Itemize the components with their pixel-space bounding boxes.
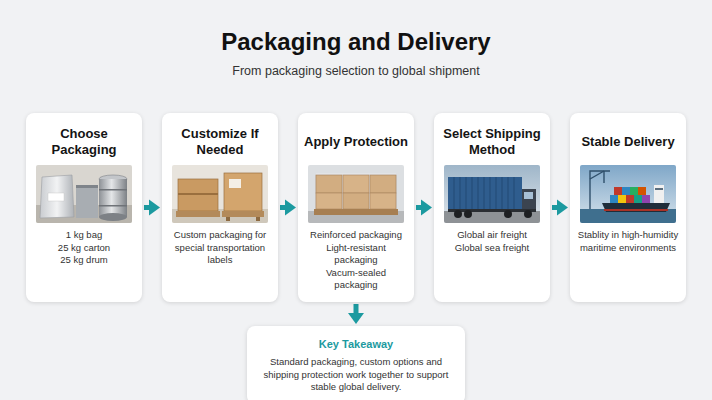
subtitle-label: From packaging selection to global shipm… [0, 64, 712, 78]
pallet-photo [308, 165, 404, 223]
step-card: Stable DeliveryStablity in high-humidity… [570, 113, 686, 302]
arrow-shaft [354, 304, 359, 314]
takeaway-heading: Key Takeaway [261, 337, 451, 351]
arrow-head [149, 200, 160, 216]
arrow-head [421, 200, 432, 216]
flow-arrow [144, 200, 160, 216]
step-card: Customize If NeededCustom packaging for … [162, 113, 278, 302]
arrow-head [557, 200, 568, 216]
takeaway-box: Key TakeawayStandard packaging, custom o… [247, 326, 465, 400]
step-card: Apply ProtectionReinforced packagingLigh… [298, 113, 414, 302]
step-heading: Select Shipping Method [440, 123, 544, 161]
arrow-head [348, 313, 364, 324]
step-detail: Light-resistant packaging [304, 242, 408, 267]
step-detail: 1 kg bag [32, 229, 136, 242]
flow-arrow [280, 200, 296, 216]
step-detail: Stablity in high-humidity maritime envir… [576, 229, 680, 254]
step-heading: Customize If Needed [168, 123, 272, 161]
step-heading: Apply Protection [304, 123, 408, 161]
step-detail: Custom packaging for special transportat… [168, 229, 272, 267]
step-heading: Choose Packaging [32, 123, 136, 161]
packaging-photo [36, 165, 132, 223]
step-detail: Global air freight [440, 229, 544, 242]
step-detail: Reinforced packaging [304, 229, 408, 242]
arrow-head [285, 200, 296, 216]
step-detail: 25 kg carton [32, 242, 136, 255]
step-card: Choose Packaging 1 kg bag25 kg carton25 k… [26, 113, 142, 302]
flow-arrow [348, 304, 364, 324]
step-heading: Stable Delivery [576, 123, 680, 161]
diagram-title: Packaging and Delivery [0, 28, 712, 56]
step-detail: Global sea freight [440, 242, 544, 255]
step-detail: 25 kg drum [32, 254, 136, 267]
step-card: Select Shipping MethodGlobal air freight… [434, 113, 550, 302]
takeaway-text: Standard packaging, custom options and s… [261, 356, 451, 394]
flow-arrow [416, 200, 432, 216]
cargo-ship-photo [580, 165, 676, 223]
custom-box-photo [172, 165, 268, 223]
container-truck-photo [444, 165, 540, 223]
step-detail: Vacum-sealed packaging [304, 267, 408, 292]
flow-arrow [552, 200, 568, 216]
